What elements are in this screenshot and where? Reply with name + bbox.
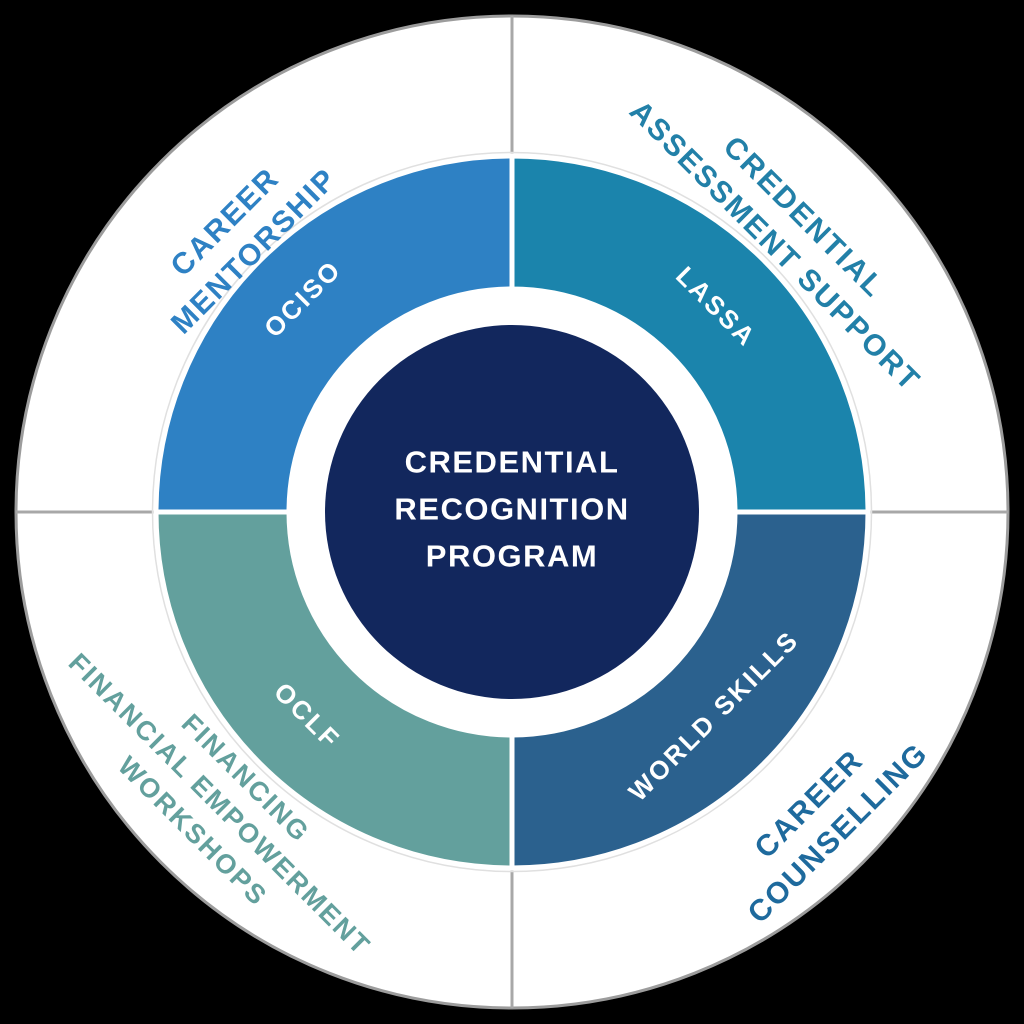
- quadrant-arc-career-mentorship: [153, 153, 515, 515]
- center-core-circle: [325, 325, 699, 699]
- quadrant-arc-financing-workshops: [153, 509, 515, 871]
- quadrant-arc-career-counselling: [509, 509, 871, 871]
- quadrant-arc-credential-assessment-support: [509, 153, 871, 515]
- colored-ring-outline: [151, 151, 873, 873]
